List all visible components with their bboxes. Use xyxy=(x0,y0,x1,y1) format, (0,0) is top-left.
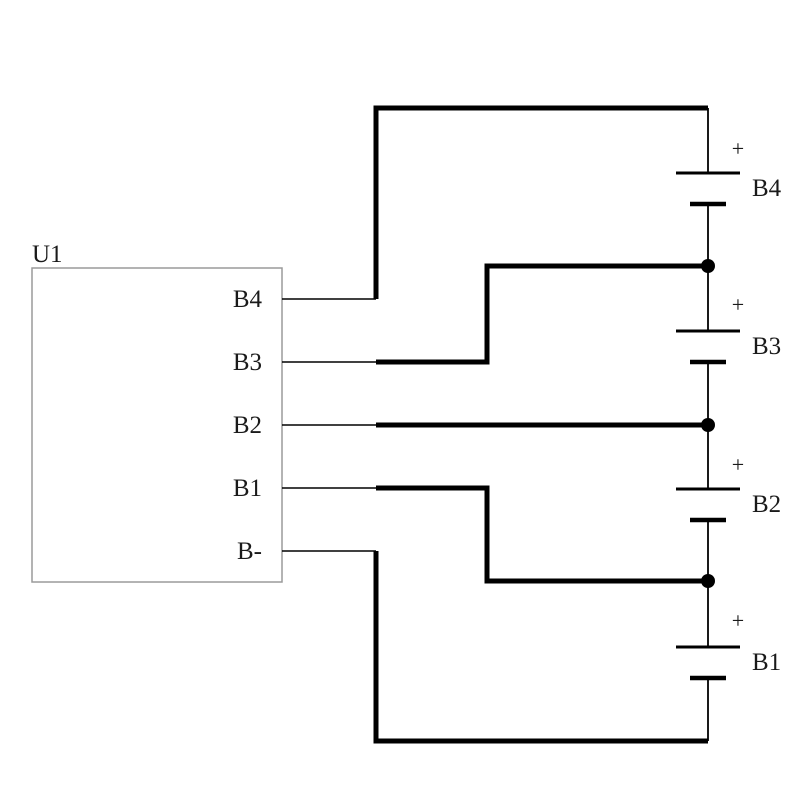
junction-dot-b3 xyxy=(701,259,715,273)
wire-b1 xyxy=(376,485,708,584)
pin-label-bminus: B- xyxy=(237,538,262,565)
junction-dot-b1 xyxy=(701,574,715,588)
cell-b1: + B1 xyxy=(676,608,781,681)
u1-ref-label: U1 xyxy=(32,241,63,268)
pin-label-b2: B2 xyxy=(233,412,262,439)
cell-b2-label: B2 xyxy=(752,491,781,518)
cell-b4-label: B4 xyxy=(752,175,782,202)
cell-b2: + B2 xyxy=(676,452,781,523)
wire-b4 xyxy=(373,105,708,299)
cell-b3: + B3 xyxy=(676,292,781,365)
pin-label-b4: B4 xyxy=(233,286,263,313)
junctions xyxy=(701,259,715,588)
cell-b4-plus-sign: + xyxy=(732,136,744,161)
cell-b3-plus-sign: + xyxy=(732,292,744,317)
wire-b3 xyxy=(376,263,708,365)
cell-b2-plus-sign: + xyxy=(732,452,744,477)
cell-b1-label: B1 xyxy=(752,649,781,676)
pin-stubs xyxy=(282,298,376,552)
cell-b4: + B4 xyxy=(676,136,782,207)
cell-b3-label: B3 xyxy=(752,333,781,360)
pin-label-b1: B1 xyxy=(233,475,262,502)
cell-b1-plus-sign: + xyxy=(732,608,744,633)
junction-dot-b2 xyxy=(701,418,715,432)
wire-bminus xyxy=(373,551,708,744)
u1-component: U1 B4 B3 B2 B1 B- xyxy=(31,241,283,583)
pin-label-b3: B3 xyxy=(233,349,262,376)
bus-wires xyxy=(373,105,708,744)
